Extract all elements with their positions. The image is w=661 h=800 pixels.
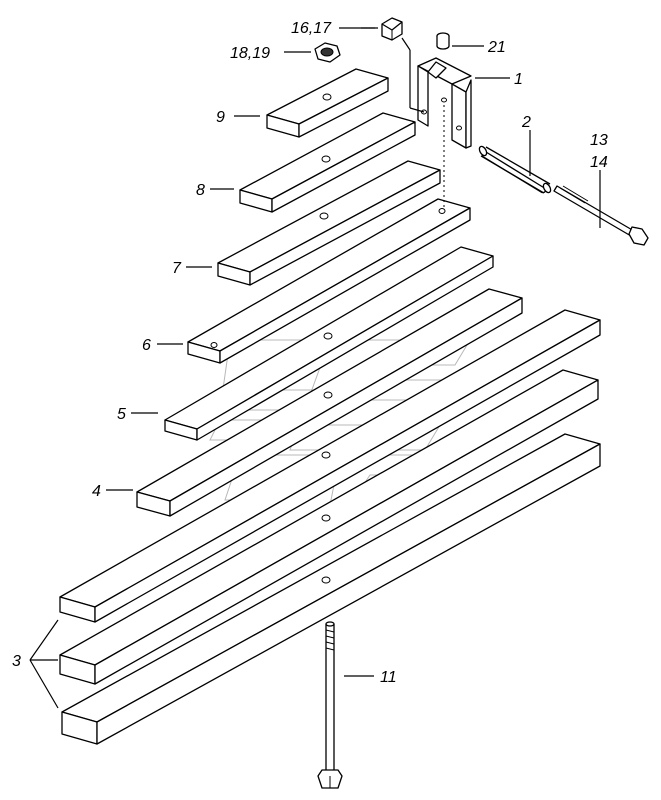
leader-lines bbox=[29, 27, 601, 709]
leaf-5 bbox=[164, 246, 494, 441]
label-part-18-19: 18,19 bbox=[230, 45, 270, 62]
label-part-1: 1 bbox=[514, 71, 523, 88]
label-part-8: 8 bbox=[196, 182, 205, 199]
nut-18-19 bbox=[314, 42, 341, 63]
leaf-9 bbox=[266, 68, 389, 138]
leaf-6 bbox=[187, 198, 471, 364]
hex-nut-16-17 bbox=[381, 17, 403, 41]
leaf-7 bbox=[217, 160, 441, 286]
clamp-hole bbox=[441, 97, 447, 103]
leaf-4 bbox=[136, 288, 523, 517]
label-part-13: 13 bbox=[590, 132, 608, 149]
label-part-21: 21 bbox=[487, 39, 506, 56]
leaf-3-bottom bbox=[61, 433, 601, 745]
leaf-8 bbox=[239, 112, 416, 213]
leaf-3-middle bbox=[59, 369, 599, 685]
label-part-4: 4 bbox=[92, 483, 101, 500]
bolt-13-14 bbox=[553, 185, 649, 246]
label-part-11: 11 bbox=[380, 669, 397, 686]
label-part-16-17: 16,17 bbox=[291, 20, 332, 37]
label-part-2: 2 bbox=[521, 114, 531, 131]
bolt-11 bbox=[317, 621, 343, 789]
label-part-3: 3 bbox=[12, 653, 21, 670]
clamp-1 bbox=[417, 57, 472, 149]
leaf-3-top bbox=[59, 309, 601, 623]
label-part-14: 14 bbox=[590, 154, 608, 171]
pin-21 bbox=[436, 32, 450, 50]
label-part-7: 7 bbox=[172, 260, 182, 277]
label-part-6: 6 bbox=[142, 337, 151, 354]
label-part-5: 5 bbox=[117, 406, 126, 423]
label-part-9: 9 bbox=[216, 109, 225, 126]
sleeve-2 bbox=[478, 145, 552, 194]
